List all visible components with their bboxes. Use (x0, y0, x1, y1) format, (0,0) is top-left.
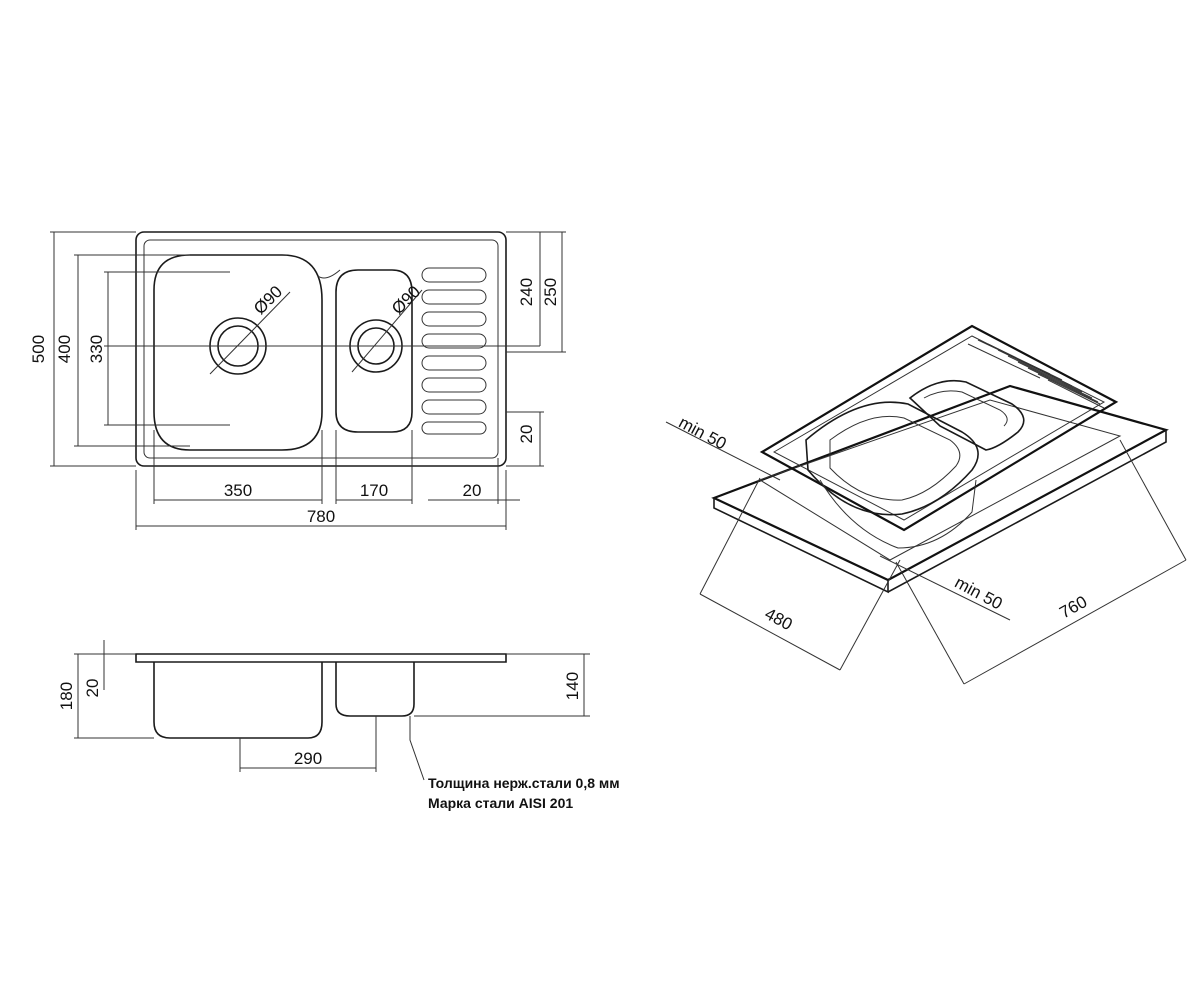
left-bowl (153, 254, 323, 451)
sink-outer-rim (135, 231, 507, 467)
iso-480-ext-b (839, 559, 901, 671)
note-leader (409, 716, 425, 781)
iso-left-bowl-base (819, 479, 977, 549)
drain-label-left: Ø90 (250, 282, 286, 318)
countertop-cutout (758, 399, 1122, 561)
countertop-top (711, 384, 1169, 582)
iso-min-side-line (879, 555, 1011, 621)
drainboard-ribs (421, 267, 487, 435)
bottom-dimensions (135, 430, 520, 530)
dim-780: 780 (307, 507, 335, 526)
left-dimensions (50, 231, 230, 467)
iso-sink-inner-rim (772, 335, 1106, 521)
iso-right-bowl (908, 379, 1025, 451)
right-bowl (335, 269, 413, 433)
dim-240: 240 (517, 278, 536, 306)
dim-500: 500 (29, 335, 48, 363)
note-thickness: Толщина нерж.стали 0,8 мм (428, 775, 620, 791)
iso-min-side: min 50 (952, 573, 1006, 614)
iso-760-line (963, 559, 1187, 685)
dim-250: 250 (541, 278, 560, 306)
bowl-divider-curve (317, 269, 341, 279)
dim-400: 400 (55, 335, 74, 363)
iso-left-bowl (805, 401, 979, 516)
dim-330: 330 (87, 335, 106, 363)
side-right-bowl (335, 662, 415, 717)
iso-drainboard-ribs (967, 339, 1105, 409)
dim-290: 290 (294, 749, 322, 768)
dim-20-side: 20 (83, 679, 102, 698)
dim-20-right: 20 (517, 425, 536, 444)
iso-left-bowl-inner (829, 415, 961, 501)
iso-sink-rim (759, 324, 1119, 532)
dim-350: 350 (224, 481, 252, 500)
side-left-bowl (153, 662, 323, 739)
right-dimensions (506, 231, 566, 467)
iso-760-ext-a (895, 561, 965, 685)
iso-760-ext-b (1119, 439, 1187, 561)
dim-140: 140 (563, 672, 582, 700)
side-rim (135, 653, 507, 663)
isometric-view: min 50 min 50 480 760 (665, 324, 1187, 685)
dim-170: 170 (360, 481, 388, 500)
side-view: 290 180 20 140 Толщина нерж.стали 0,8 мм… (57, 640, 620, 811)
countertop-side (887, 430, 1167, 593)
sink-inner-rim (143, 239, 499, 459)
iso-min-top-line (665, 421, 781, 481)
note-steel-grade: Марка стали AISI 201 (428, 795, 573, 811)
iso-right-bowl-inner (923, 390, 1008, 427)
top-view: 500 400 330 240 250 20 Ø90 Ø90 (29, 231, 566, 530)
iso-min-top: min 50 (676, 413, 730, 454)
iso-480-line (699, 593, 841, 671)
iso-dim-760: 760 (1056, 592, 1090, 622)
drain-label-right: Ø90 (388, 282, 424, 318)
iso-480-ext-a (699, 477, 761, 595)
dim-20-bottom: 20 (463, 481, 482, 500)
dim-180: 180 (57, 682, 76, 710)
countertop-front (713, 498, 889, 594)
